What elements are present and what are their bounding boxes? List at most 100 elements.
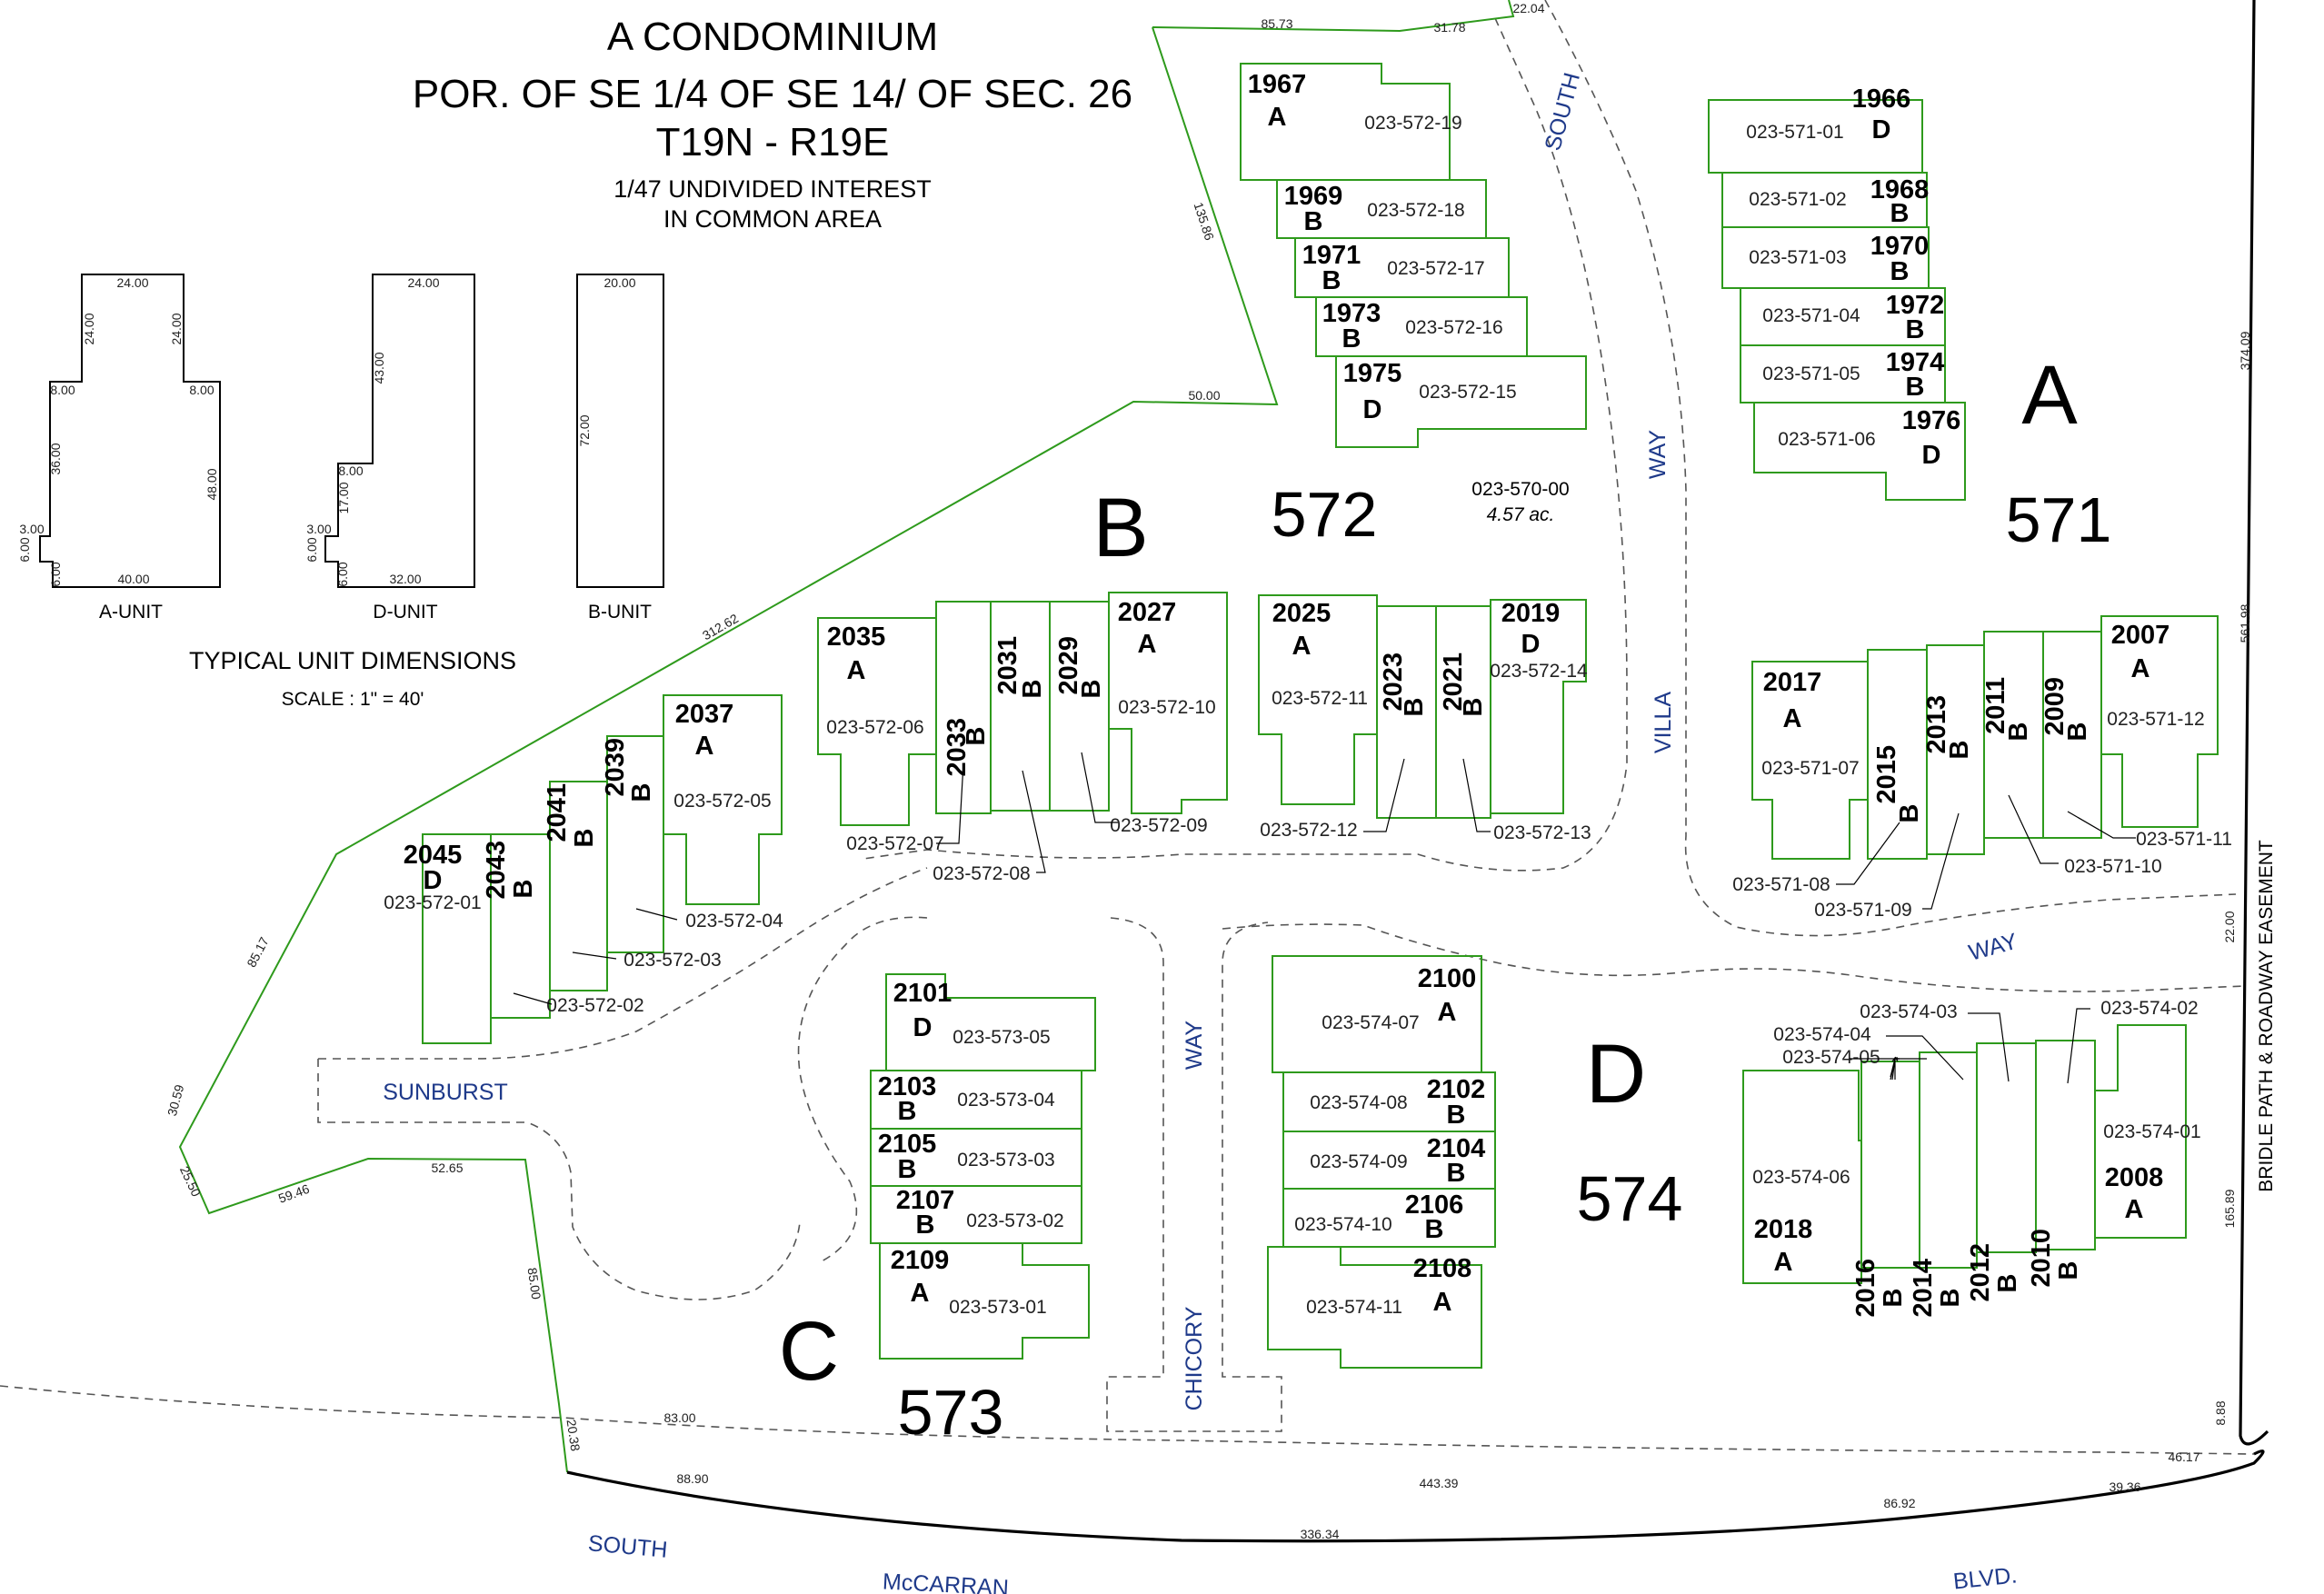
unit-type: B: [1906, 373, 1925, 402]
unit-apn: 023-573-01: [949, 1297, 1046, 1318]
unit-outline: [606, 735, 664, 953]
d-dim-bottom: 32.00: [389, 572, 421, 586]
unit-type: A: [1783, 704, 1802, 733]
a-dim-bottom-left: 6.00: [48, 562, 63, 586]
a-dim-right-upper: 24.00: [169, 313, 184, 344]
title-line-1: A CONDOMINIUM: [607, 15, 938, 59]
unit-type: D: [1872, 115, 1891, 144]
common-area-parcel: 023-570-00: [1471, 479, 1569, 500]
dim-312-62: 312.62: [700, 611, 741, 643]
street-way-chicory: WAY: [1182, 1021, 1207, 1070]
unit-number: 2019: [1501, 599, 1561, 628]
unit-outline: [1753, 402, 1966, 501]
common-area-acres: 4.57 ac.: [1487, 504, 1555, 525]
unit-number: 2106: [1405, 1191, 1464, 1220]
unit-apn: 023-573-02: [966, 1210, 1063, 1231]
unit-number: 2043: [482, 841, 511, 900]
unit-apn-external: 023-571-11: [2136, 829, 2232, 850]
south-property-road: [0, 1385, 2255, 1455]
dim-52-65: 52.65: [431, 1161, 463, 1175]
unit-number: 2018: [1754, 1215, 1813, 1244]
unit-number: 2035: [827, 623, 886, 652]
dim-443-39: 443.39: [1420, 1476, 1459, 1490]
unit-apn-external: 023-572-03: [623, 950, 721, 971]
bridle-path-easement: BRIDLE PATH & ROADWAY EASEMENT: [2256, 840, 2277, 1192]
dim-336-34: 336.34: [1301, 1527, 1340, 1541]
a-dim-left-side: 36.00: [48, 443, 63, 474]
unit-apn: 023-572-01: [384, 892, 481, 913]
unit-type: B: [1342, 324, 1361, 354]
unit-type: A: [1774, 1248, 1793, 1277]
leader-023-572-03: [572, 951, 617, 960]
unit-outline: [490, 833, 551, 1019]
block-number-574: 574: [1577, 1163, 1683, 1234]
unit-outline: [1926, 644, 1985, 855]
dim-88-90: 88.90: [676, 1471, 708, 1486]
street-blvd: BLVD.: [1952, 1562, 2019, 1594]
unit-type: B: [1945, 741, 1974, 760]
dim-135-86: 135.86: [1192, 201, 1218, 243]
dim-83-00: 83.00: [663, 1410, 695, 1425]
unit-outline: [1049, 601, 1110, 812]
unit-outline: [1919, 1051, 1978, 1269]
unit-apn-external: 023-571-10: [2064, 856, 2161, 877]
unit-type: B: [2004, 722, 2033, 742]
unit-type: B: [1936, 1289, 1965, 1308]
b-unit-outline: [576, 274, 664, 588]
dim-8-88: 8.88: [2213, 1400, 2228, 1425]
unit-number: 2041: [543, 783, 572, 842]
unit-type: B: [2054, 1261, 2083, 1280]
leader-023-571-11: [2067, 811, 2136, 839]
unit-type: B: [898, 1155, 917, 1184]
street-labels: SOUTH WAY VILLA WAY SUNBURST WAY CHICORY…: [383, 70, 2277, 1594]
unit-number: 2033: [943, 718, 972, 777]
unit-type: A: [1292, 632, 1312, 661]
mccarran-frontage: [566, 1450, 2265, 1543]
unit-number: 2017: [1763, 668, 1822, 697]
chicory-way-west-edge: [1106, 917, 1282, 1432]
unit-number: 2103: [878, 1072, 937, 1101]
unit-type: B: [1993, 1274, 2022, 1293]
b-unit-label: B-UNIT: [588, 602, 652, 623]
unit-type: B: [627, 783, 656, 802]
unit-number: 2109: [891, 1246, 950, 1275]
typical-scale: SCALE : 1" = 40': [282, 689, 424, 710]
d-dim-step: 8.00: [338, 463, 363, 478]
unit-number: 2045: [404, 841, 463, 870]
unit-apn: 023-573-03: [957, 1150, 1054, 1171]
unit-outline: [879, 1242, 1090, 1360]
unit-number: 1967: [1248, 70, 1307, 99]
a-unit-label: A-UNIT: [99, 602, 163, 623]
unit-outline: [2035, 1040, 2096, 1250]
b-dim-top: 20.00: [603, 275, 635, 290]
unit-apn: 023-571-04: [1762, 305, 1860, 326]
unit-type: A: [1138, 630, 1157, 659]
unit-apn: 023-572-17: [1387, 258, 1484, 279]
unit-number: 2011: [1981, 677, 2010, 734]
unit-type: A: [911, 1279, 930, 1308]
unit-number: 1972: [1886, 291, 1945, 320]
unit-outline: [1490, 599, 1587, 814]
unit-outline: [1108, 592, 1228, 814]
unit-apn: 023-573-05: [953, 1027, 1050, 1048]
unit-number: 2014: [1909, 1259, 1938, 1318]
d-dim-top: 24.00: [407, 275, 439, 290]
